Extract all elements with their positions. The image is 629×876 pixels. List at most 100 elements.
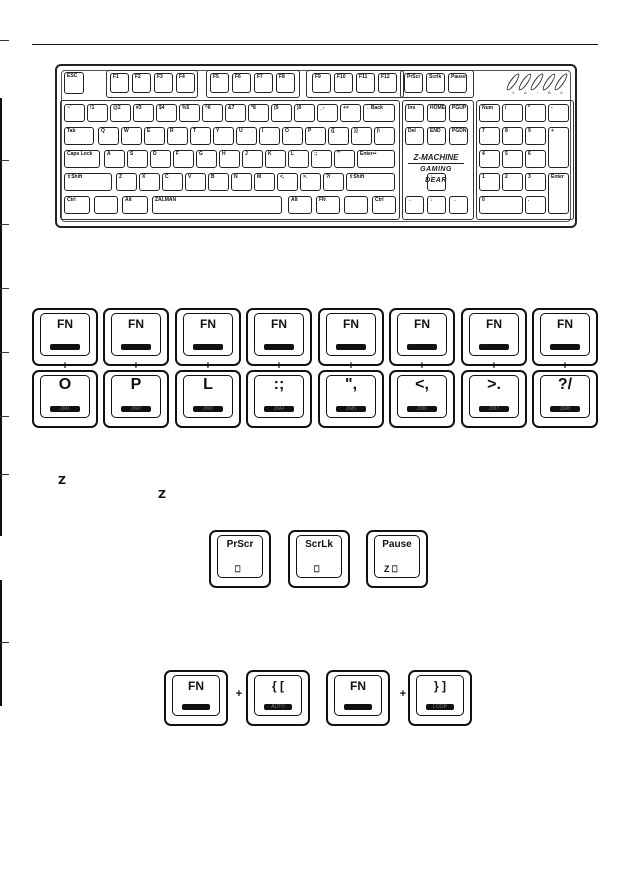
letter-key: N: [231, 173, 252, 191]
function-key: F6: [232, 73, 251, 93]
enter-key: Enter↵: [357, 150, 395, 168]
letter-key: G: [196, 150, 217, 168]
keycap-sub-label: ZM5: [336, 406, 366, 412]
alt-key: Alt: [122, 196, 148, 214]
keycap-face: [183, 375, 233, 418]
keycap-sub-label: LOOP: [426, 704, 454, 710]
letter-key: I: [259, 127, 280, 145]
led-label: X: [560, 90, 563, 95]
number-row-key: ~`: [64, 104, 85, 122]
plus-sign: +: [275, 360, 283, 372]
keycap-legend: FN: [350, 679, 366, 693]
mouse-icon: ⎕: [314, 564, 320, 574]
letter-key: W: [121, 127, 142, 145]
numpad-dot-key: .: [525, 196, 546, 214]
arrow-right-key: →: [449, 196, 468, 214]
numpad-key: 3: [525, 173, 546, 191]
keycap-sub-label: [550, 344, 580, 350]
nav-key: END: [427, 127, 446, 145]
margin-tick: [0, 352, 9, 353]
nav-key: HOME: [427, 104, 446, 122]
led-label: B: [548, 90, 551, 95]
nav-key-block: [402, 100, 474, 220]
numpad-key: Num: [479, 104, 500, 122]
numpad-key: 5: [502, 150, 523, 168]
keycap-legend: PrScr: [226, 539, 254, 550]
fn-keycap: FN: [175, 308, 241, 366]
nav-key: Ins: [405, 104, 424, 122]
margin-tick: [0, 224, 9, 225]
letter-key: B: [208, 173, 229, 191]
margin-tick: [0, 160, 9, 161]
keycap-legend: O: [58, 376, 72, 393]
keycap-sub-label: ZM7: [479, 406, 509, 412]
fn-keycap: FN: [461, 308, 527, 366]
keycap-legend: :;: [273, 376, 285, 393]
function-key: F11: [356, 73, 375, 93]
function-key: F3: [154, 73, 173, 93]
menu-key: [344, 196, 368, 214]
margin-tick: [0, 40, 9, 41]
keycap-sub-label: [193, 344, 223, 350]
fn-keycap: FN: [32, 308, 98, 366]
keycap-face: [296, 535, 342, 578]
number-row-key: ^6: [202, 104, 223, 122]
arrow-down-key: ↓: [427, 196, 446, 214]
numpad-key: 1: [479, 173, 500, 191]
brand-logo: Z-MACHINE GAMING DEAR: [408, 152, 464, 184]
letter-key: Y: [213, 127, 234, 145]
key-group-frame: [206, 70, 300, 98]
nav-key: PGDN: [449, 127, 468, 145]
margin-tick: [0, 642, 9, 643]
brand-tagline: GAMING DEAR: [408, 163, 464, 186]
letter-key: :;: [311, 150, 332, 168]
numpad-key: 2: [502, 173, 523, 191]
numpad-key: 8: [502, 127, 523, 145]
led-label: ↓: [536, 90, 538, 95]
letter-key: "': [334, 150, 355, 168]
system-key: Pause: [448, 73, 467, 93]
keycap-face: [217, 535, 263, 578]
letter-key: K: [265, 150, 286, 168]
margin-tick: [0, 474, 9, 475]
keycap-legend: FN: [128, 317, 144, 331]
letter-key: D: [150, 150, 171, 168]
letter-key: C: [162, 173, 183, 191]
auto-keycap: { [AUTO: [246, 670, 310, 726]
letter-key: M: [254, 173, 275, 191]
letter-key: Z: [116, 173, 137, 191]
zm-keycap: ",ZM5: [318, 370, 384, 428]
keycap-legend: FN: [271, 317, 287, 331]
numpad-key: /: [502, 104, 523, 122]
letter-key: |\: [374, 127, 395, 145]
letter-key: E: [144, 127, 165, 145]
left-shift-key: ⇧Shift: [64, 173, 112, 191]
letter-key: >.: [300, 173, 321, 191]
keycap-sub-label: [264, 344, 294, 350]
margin-tick: [0, 416, 9, 417]
number-row-key: #3: [133, 104, 154, 122]
number-row-key: (9: [271, 104, 292, 122]
system-keycap: PrScr⎕: [209, 530, 271, 588]
keycap-sub-label: ZM1: [50, 406, 80, 412]
number-row-key: $4: [156, 104, 177, 122]
fn-key: FN: [316, 196, 340, 214]
main-key-block: [60, 100, 400, 220]
plus-sign: +: [132, 360, 140, 372]
keycap-legend: ?/: [557, 376, 573, 393]
header-rule: [32, 44, 598, 45]
space-key: ZALMAN: [152, 196, 282, 214]
letter-key: <,: [277, 173, 298, 191]
tab-key: Tab: [64, 127, 94, 145]
keycap-legend: FN: [57, 317, 73, 331]
letter-key: U: [236, 127, 257, 145]
number-row-key: +=: [340, 104, 361, 122]
margin-tick: [0, 288, 9, 289]
backspace-key: ←Back: [363, 104, 395, 122]
function-key: F5: [210, 73, 229, 93]
numpad-plus-key: +: [548, 127, 569, 168]
system-key: Scrlk: [426, 73, 445, 93]
plus-sign: +: [418, 360, 426, 372]
keycap-sub-label: [121, 344, 151, 350]
